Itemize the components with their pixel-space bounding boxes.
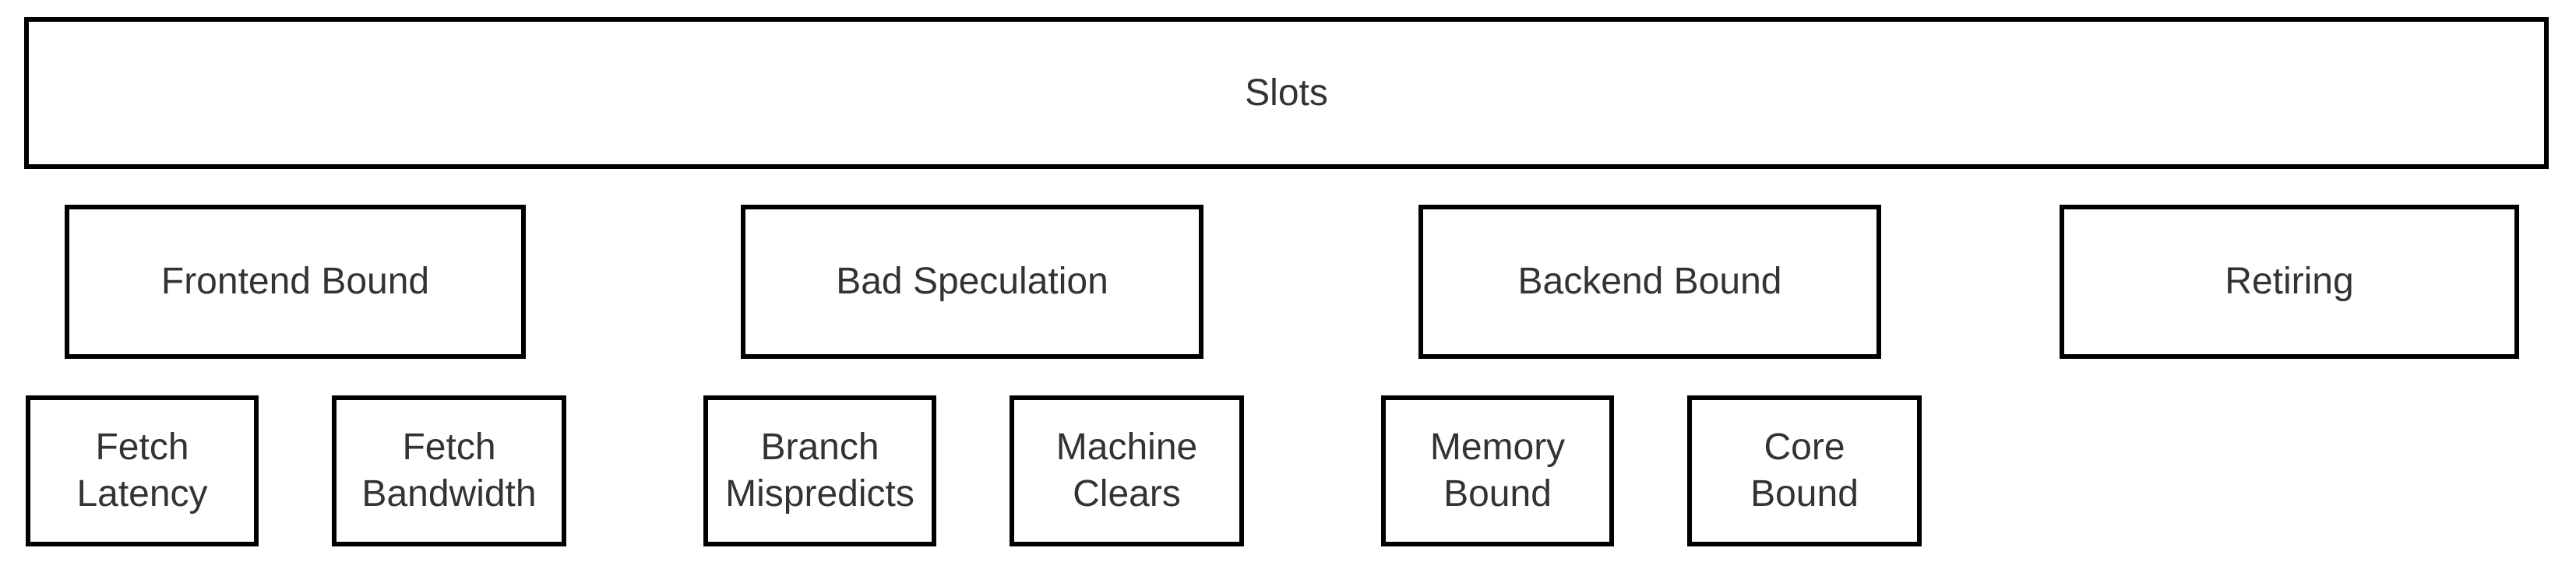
node-label: Frontend Bound — [160, 261, 430, 302]
node-retiring: Retiring — [2060, 205, 2519, 359]
node-memory-bound: Memory Bound — [1381, 395, 1614, 546]
node-label: Core Bound — [1750, 427, 1859, 515]
node-branch-mispredicts: Branch Mispredicts — [703, 395, 936, 546]
node-label: Memory Bound — [1429, 427, 1566, 515]
node-slots: Slots — [24, 17, 2549, 169]
node-bad-speculation: Bad Speculation — [741, 205, 1203, 359]
node-label: Bad Speculation — [836, 261, 1108, 302]
node-fetch-bandwidth: Fetch Bandwidth — [332, 395, 566, 546]
node-label: Fetch Bandwidth — [361, 427, 537, 515]
node-label: Fetch Latency — [76, 427, 208, 515]
node-label: Backend Bound — [1517, 261, 1782, 302]
node-machine-clears: Machine Clears — [1010, 395, 1244, 546]
node-label: Branch Mispredicts — [725, 427, 914, 515]
node-label: Retiring — [2225, 261, 2354, 302]
node-fetch-latency: Fetch Latency — [26, 395, 259, 546]
node-frontend-bound: Frontend Bound — [65, 205, 526, 359]
node-backend-bound: Backend Bound — [1418, 205, 1881, 359]
node-label: Machine Clears — [1055, 427, 1198, 515]
node-core-bound: Core Bound — [1687, 395, 1922, 546]
node-label: Slots — [1245, 72, 1328, 114]
